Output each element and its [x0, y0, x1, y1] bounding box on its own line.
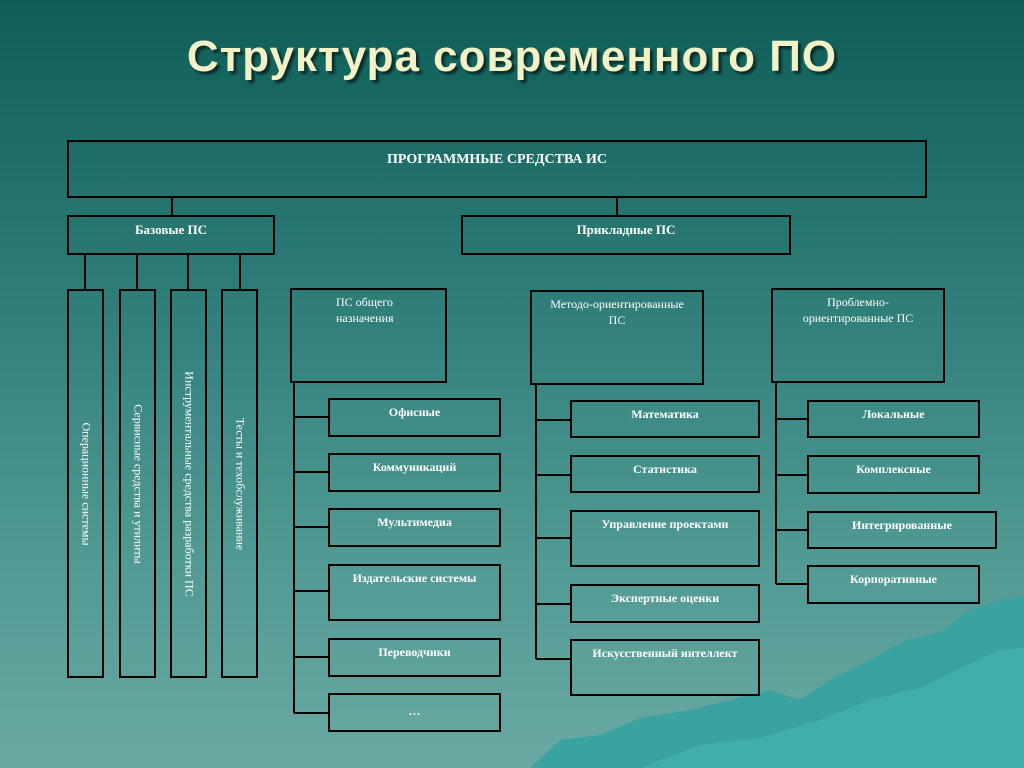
root-box: ПРОГРАММНЫЕ СРЕДСТВА ИС: [67, 140, 927, 198]
general-item: Офисные: [328, 398, 501, 437]
base-item-devtools: Инструментальные средства разработки ПС: [170, 289, 207, 678]
base-ps-box: Базовые ПС: [67, 215, 275, 255]
general-item: …: [328, 693, 501, 732]
general-ps-box: ПС общего назначения: [290, 288, 447, 383]
problem-item: Корпоративные: [807, 565, 980, 604]
method-item: Управление проектами: [570, 510, 760, 567]
base-ps-label: Базовые ПС: [134, 222, 208, 237]
root-label: ПРОГРАММНЫЕ СРЕДСТВА ИС: [386, 152, 608, 167]
method-item-label: Математика: [631, 407, 699, 421]
general-item: Коммуникаций: [328, 453, 501, 492]
general-item-label: Коммуникаций: [372, 460, 457, 474]
method-item: Математика: [570, 400, 760, 438]
base-item-os: Операционные системы: [67, 289, 104, 678]
problem-item-label: Корпоративные: [850, 572, 937, 586]
base-item-service: Сервисные средства и утилиты: [119, 289, 156, 678]
method-ps-box: Методо-ориентированные ПС: [530, 290, 704, 385]
problem-item: Интегрированные: [807, 511, 997, 549]
method-item-label: Управление проектами: [601, 517, 729, 531]
base-item-label: Инструментальные средства разработки ПС: [182, 370, 196, 597]
general-item-label: …: [408, 704, 421, 718]
problem-ps-label: Проблемно-ориентированные ПС: [802, 295, 914, 325]
method-item: Экспертные оценки: [570, 584, 760, 623]
problem-item: Локальные: [807, 400, 980, 438]
general-item: Издательские системы: [328, 564, 501, 621]
method-item-label: Экспертные оценки: [610, 591, 720, 605]
general-item-label: Издательские системы: [352, 571, 477, 585]
method-item-label: Статистика: [633, 462, 697, 476]
problem-item-label: Комплексные: [856, 462, 931, 476]
base-item-label: Тесты и техобслуживание: [233, 417, 247, 550]
method-item: Искусственный интеллект: [570, 639, 760, 696]
base-item-label: Сервисные средства и утилиты: [131, 403, 145, 564]
method-item-label: Искусственный интеллект: [592, 646, 738, 660]
problem-ps-box: Проблемно-ориентированные ПС: [771, 288, 945, 383]
problem-item-label: Локальные: [862, 407, 925, 421]
general-item-label: Офисные: [388, 405, 441, 419]
applied-ps-label: Прикладные ПС: [576, 222, 676, 237]
base-item-tests: Тесты и техобслуживание: [221, 289, 258, 678]
problem-item: Комплексные: [807, 455, 980, 494]
general-item: Мультимедиа: [328, 508, 501, 547]
base-item-label: Операционные системы: [79, 421, 93, 546]
general-ps-label: ПС общего назначения: [336, 295, 394, 325]
general-item: Переводчики: [328, 638, 501, 677]
method-item: Статистика: [570, 455, 760, 493]
general-item-label: Мультимедиа: [377, 515, 452, 529]
method-ps-label: Методо-ориентированные ПС: [550, 297, 684, 327]
applied-ps-box: Прикладные ПС: [461, 215, 791, 255]
general-item-label: Переводчики: [378, 645, 451, 659]
problem-item-label: Интегрированные: [852, 518, 952, 532]
slide-title: Структура современного ПО: [186, 32, 838, 81]
